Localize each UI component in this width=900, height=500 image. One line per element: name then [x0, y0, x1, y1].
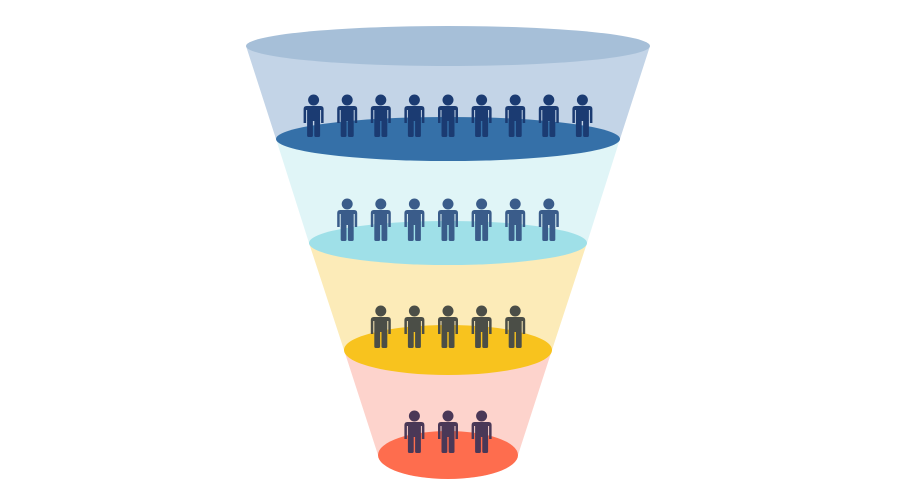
- person-icon: [337, 198, 358, 241]
- person-icon: [370, 198, 391, 241]
- person-icon: [471, 305, 492, 348]
- funnel-people: [303, 94, 593, 453]
- stage-1-disc: [276, 117, 620, 161]
- person-icon: [370, 305, 391, 348]
- person-icon: [303, 94, 324, 137]
- person-icon: [370, 94, 391, 137]
- person-icon: [438, 198, 458, 241]
- person-icon: [505, 94, 526, 137]
- person-icon: [438, 94, 458, 137]
- person-icon: [471, 94, 492, 137]
- person-icon: [572, 94, 593, 137]
- person-icon: [404, 410, 425, 453]
- person-icon: [438, 410, 458, 453]
- person-icon: [538, 198, 559, 241]
- stage-4-disc: [378, 431, 518, 479]
- person-icon: [505, 305, 526, 348]
- person-icon: [404, 198, 425, 241]
- funnel-rim: [246, 26, 650, 66]
- person-icon: [404, 94, 425, 137]
- person-icon: [471, 198, 492, 241]
- person-icon: [471, 410, 492, 453]
- person-icon: [404, 305, 425, 348]
- person-icon: [337, 94, 358, 137]
- person-icon: [505, 198, 526, 241]
- stage-3-disc: [344, 325, 552, 375]
- person-icon: [438, 305, 458, 348]
- person-icon: [538, 94, 559, 137]
